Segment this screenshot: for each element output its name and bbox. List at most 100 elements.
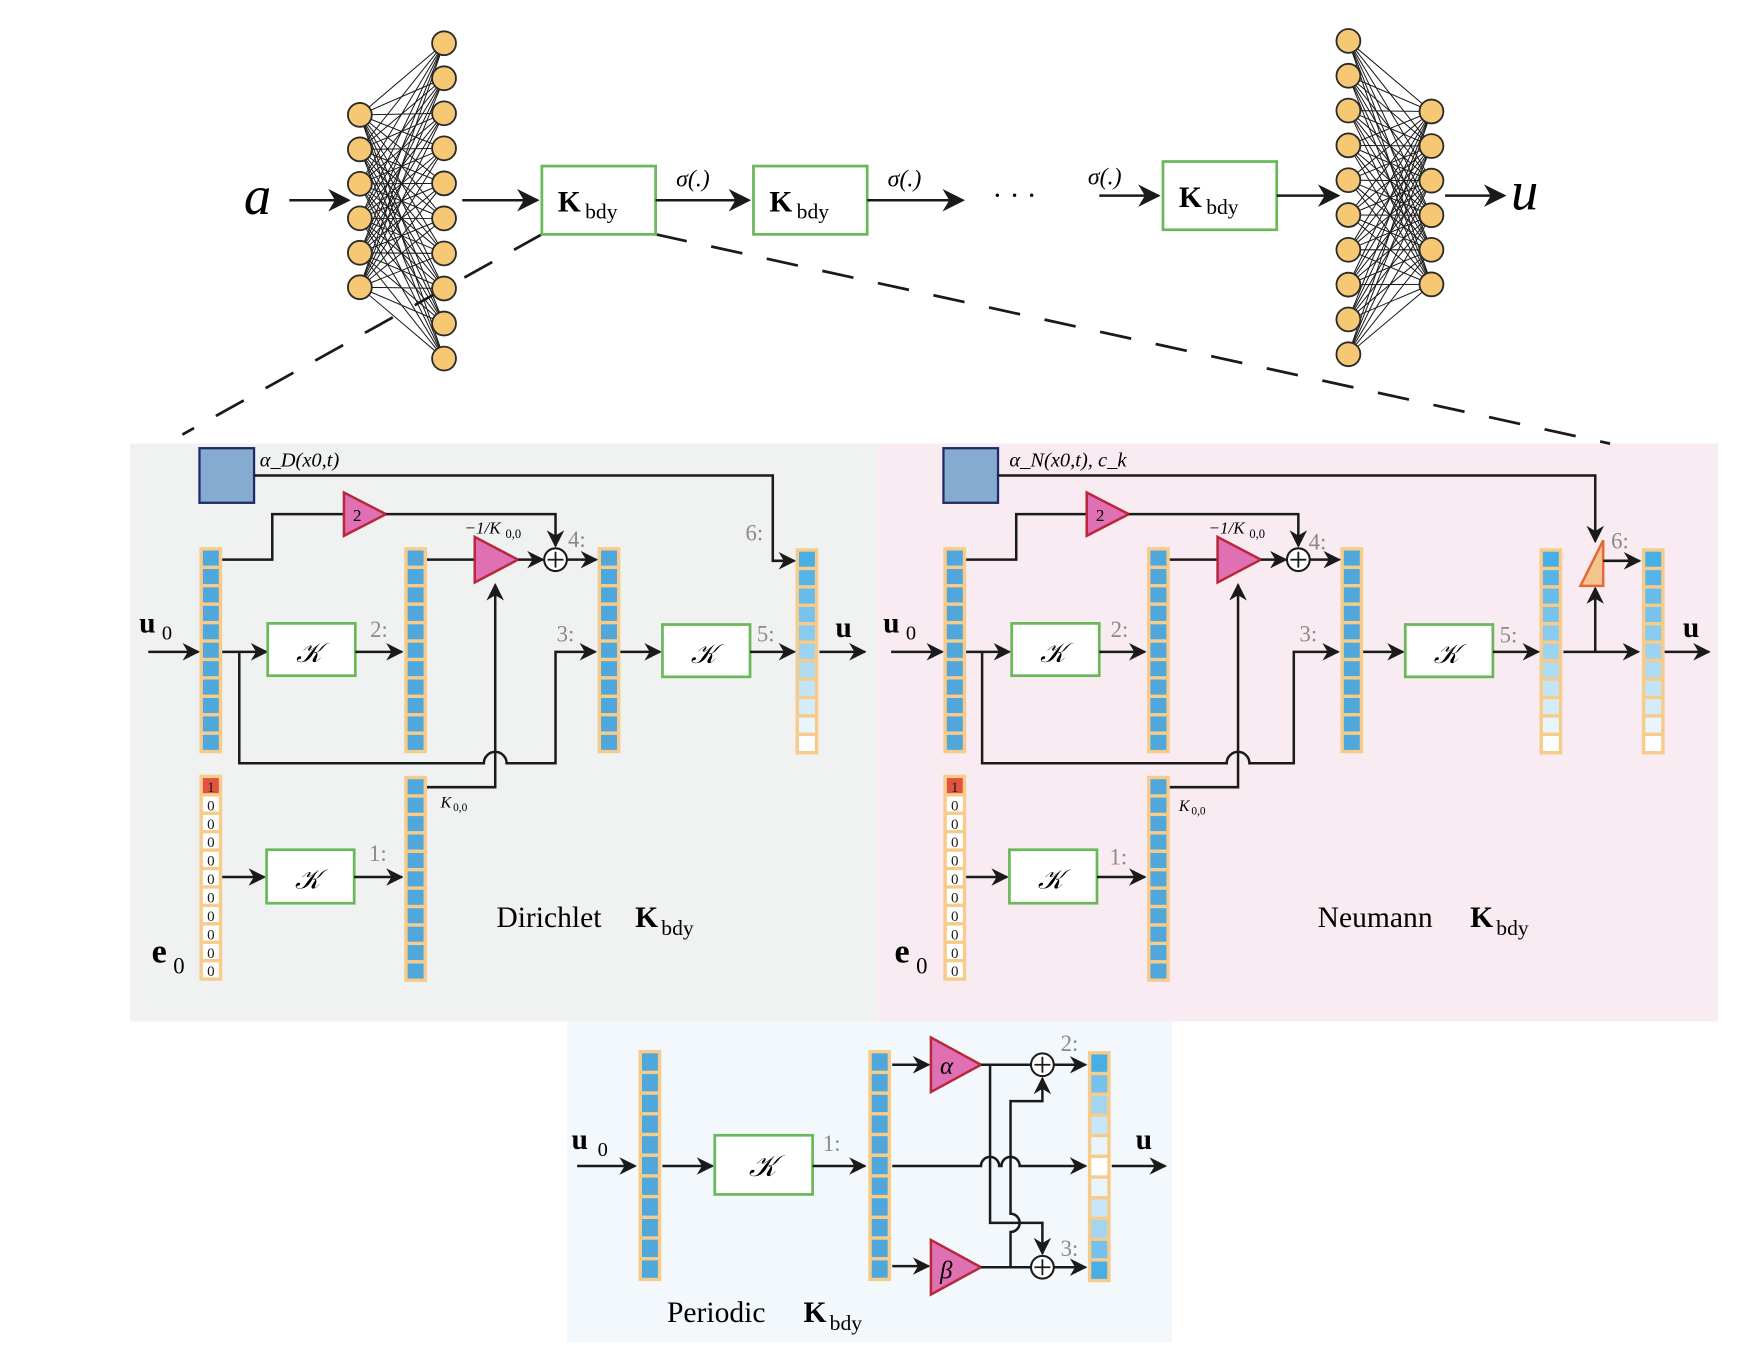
u0-sub: 0 <box>598 1139 608 1161</box>
kernel-k-5[interactable] <box>661 623 752 679</box>
vector-u0 <box>943 547 967 754</box>
net-edge <box>1348 110 1432 112</box>
neuron <box>1335 97 1362 124</box>
vector-cell <box>407 797 424 813</box>
kernel-label: K <box>558 187 581 219</box>
step-1-label: 1: <box>1110 845 1128 870</box>
vector-step-5 <box>1539 548 1563 755</box>
kernel-block-2[interactable]: K bdy <box>752 164 869 236</box>
vector-cell <box>202 679 219 695</box>
vector-cell-value: 0 <box>951 909 959 925</box>
net-edge <box>359 286 445 324</box>
vector-cell <box>946 943 963 959</box>
vector-cell-value: 0 <box>207 964 215 980</box>
gain-inv-label: −1/K <box>465 519 503 538</box>
vector-cell <box>1542 643 1559 659</box>
gain-inverse-k00[interactable] <box>1216 534 1264 585</box>
vector-cell-value: 0 <box>207 835 215 851</box>
neumann-wedge[interactable] <box>1578 539 1605 588</box>
sum-node <box>1285 547 1311 573</box>
gain-two[interactable] <box>342 490 389 538</box>
gain-alpha[interactable] <box>929 1035 984 1095</box>
vector-cell <box>202 907 219 923</box>
neuron <box>1335 28 1362 54</box>
vector-cell <box>1343 624 1360 640</box>
gain-two-label: 2 <box>353 506 362 525</box>
gain-two[interactable] <box>1085 490 1132 538</box>
vector-cell <box>1645 699 1662 715</box>
vector-cell <box>1091 1137 1108 1155</box>
vector-cell <box>1645 551 1662 567</box>
kernel-k[interactable] <box>713 1133 814 1196</box>
k00-sub: 0,0 <box>1191 805 1206 817</box>
net-edge <box>1348 75 1432 112</box>
gain-two-label: 2 <box>1096 506 1105 525</box>
vector-cell-value: 0 <box>207 946 215 962</box>
neuron <box>1335 236 1362 263</box>
step-2-label: 2: <box>1111 617 1129 642</box>
vector-cell <box>1150 963 1167 979</box>
vector-cell <box>1150 945 1167 961</box>
vector-u0 <box>638 1049 662 1282</box>
kernel-k-2[interactable] <box>1010 622 1101 678</box>
projection-network <box>1335 28 1445 368</box>
vector-cell <box>407 605 424 621</box>
net-edge <box>1347 214 1432 355</box>
vector-cell <box>946 888 963 904</box>
vector-cell <box>946 624 963 640</box>
net-edge <box>359 42 445 150</box>
neuron <box>1335 132 1362 159</box>
vector-cell <box>641 1053 658 1071</box>
vector-cell <box>1150 889 1167 905</box>
wire-k00 <box>1169 582 1247 789</box>
vector-cell <box>946 661 963 677</box>
vector-cell <box>202 734 219 750</box>
step-2-label: 2: <box>370 617 388 642</box>
vector-cell <box>1542 606 1559 623</box>
vector-cell <box>1150 642 1167 658</box>
vector-cell <box>946 907 963 923</box>
zoom-line-left <box>181 233 543 436</box>
kernel-block-1[interactable]: K bdy <box>540 164 657 236</box>
dirichlet-title-sub: bdy <box>661 916 694 940</box>
gain-beta[interactable] <box>929 1237 984 1297</box>
vector-cell <box>946 870 963 886</box>
vector-cell <box>601 569 617 585</box>
vector-cell <box>1343 605 1360 621</box>
k00-sub: 0,0 <box>453 802 468 814</box>
gain-inverse-k00[interactable] <box>473 534 521 585</box>
vector-cell <box>798 735 815 752</box>
vector-cell <box>1150 834 1167 850</box>
alpha-d-box[interactable] <box>198 447 256 504</box>
vector-cell <box>202 851 219 867</box>
vector-cell-value: 0 <box>207 909 215 925</box>
alpha-n-box[interactable] <box>942 447 1000 504</box>
vector-cell-value: 0 <box>951 798 959 814</box>
vector-cell <box>871 1074 888 1092</box>
net-edge <box>359 113 445 288</box>
kernel-block-3[interactable]: K bdy <box>1161 160 1279 232</box>
vector-cell <box>641 1260 658 1278</box>
k00-label: K <box>1178 798 1191 815</box>
u0-label: u <box>139 607 155 639</box>
neuron <box>347 102 373 128</box>
wire-middle-through <box>892 1155 1088 1175</box>
step-2-label: 2: <box>1061 1031 1079 1056</box>
vector-cell <box>871 1094 888 1113</box>
wire-gain2-to-sum <box>1128 512 1308 548</box>
vector-cell <box>641 1115 658 1133</box>
vector-cell <box>1150 734 1167 750</box>
net-edge <box>359 43 445 288</box>
vector-cell <box>202 962 219 978</box>
ellipsis: · · · <box>992 180 1036 212</box>
step-1-label: 1: <box>823 1131 841 1156</box>
vector-cell <box>641 1219 658 1237</box>
vector-cell-value: 0 <box>207 891 215 907</box>
kernel-sub: bdy <box>1206 195 1239 219</box>
kernel-k-2[interactable] <box>266 622 357 678</box>
vector-cell-value: 1 <box>207 780 215 796</box>
vector-cell <box>1645 662 1662 678</box>
vector-cell <box>1091 1054 1108 1072</box>
